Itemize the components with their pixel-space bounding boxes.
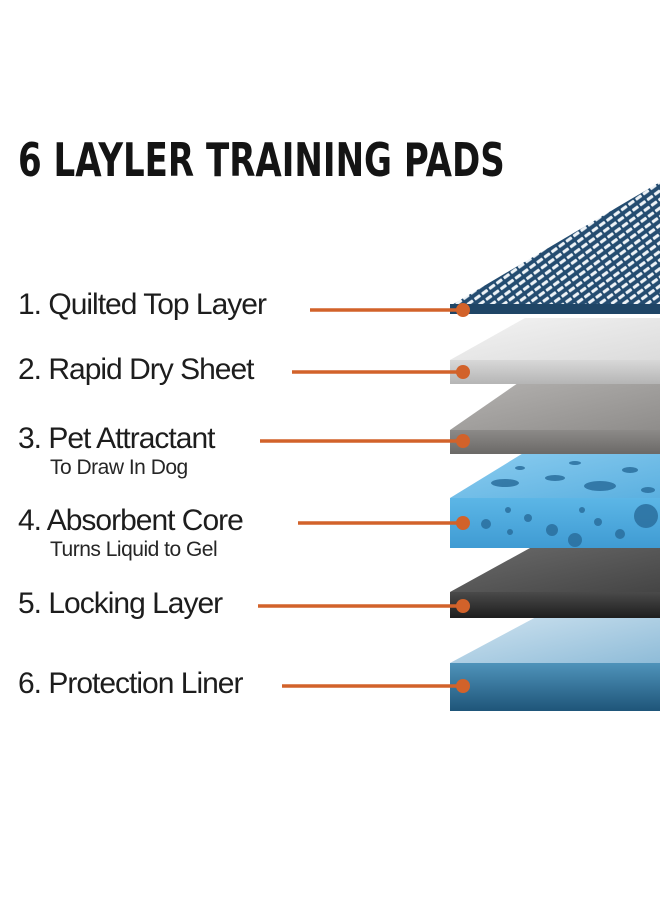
layer-name: 4. Absorbent Core	[18, 504, 244, 537]
layer-edge	[450, 663, 660, 711]
layer-edge	[450, 360, 660, 384]
layer-surface	[450, 548, 660, 592]
leader-lines	[258, 303, 470, 693]
leader-dot	[456, 516, 470, 530]
leader-dot	[456, 365, 470, 379]
layer-label-quilted-top: 1. Quilted Top Layer	[18, 288, 267, 322]
layer-name: 5. Locking Layer	[18, 587, 223, 620]
layer-edge	[450, 304, 660, 314]
layer-edge	[450, 430, 660, 454]
layer-label-rapid-dry: 2. Rapid Dry Sheet	[18, 353, 254, 387]
layer-locking	[450, 548, 660, 618]
leader-dot	[456, 434, 470, 448]
layer-label-protection-liner: 6. Protection Liner	[18, 667, 243, 701]
layer-label-pet-attractant: 3. Pet Attractant To Draw In Dog	[18, 422, 215, 480]
leader-dot	[456, 303, 470, 317]
layer-description: To Draw In Dog	[50, 456, 188, 479]
page-title: 6 LAYLER TRAINING PADS	[18, 133, 505, 187]
layer-quilted-top	[450, 182, 660, 314]
layer-label-absorbent-core: 4. Absorbent Core Turns Liquid to Gel	[18, 504, 244, 562]
layer-label-locking: 5. Locking Layer	[18, 587, 223, 621]
layer-description: Turns Liquid to Gel	[50, 538, 218, 561]
layer-pet-attractant	[450, 383, 660, 454]
layer-name: 2. Rapid Dry Sheet	[18, 353, 254, 386]
layer-rapid-dry	[450, 318, 660, 384]
layer-name: 1. Quilted Top Layer	[18, 288, 267, 321]
layer-name: 3. Pet Attractant	[18, 422, 215, 455]
core-bubbles	[481, 461, 658, 547]
layer-surface	[450, 383, 660, 430]
layer-surface	[450, 182, 660, 306]
layer-protection-liner	[450, 616, 660, 711]
layer-surface	[450, 318, 660, 360]
leader-dot	[456, 679, 470, 693]
layer-absorbent-core	[450, 452, 660, 548]
layer-name: 6. Protection Liner	[18, 667, 243, 700]
leader-dot	[456, 599, 470, 613]
layer-surface	[450, 616, 660, 663]
layer-edge	[450, 592, 660, 618]
